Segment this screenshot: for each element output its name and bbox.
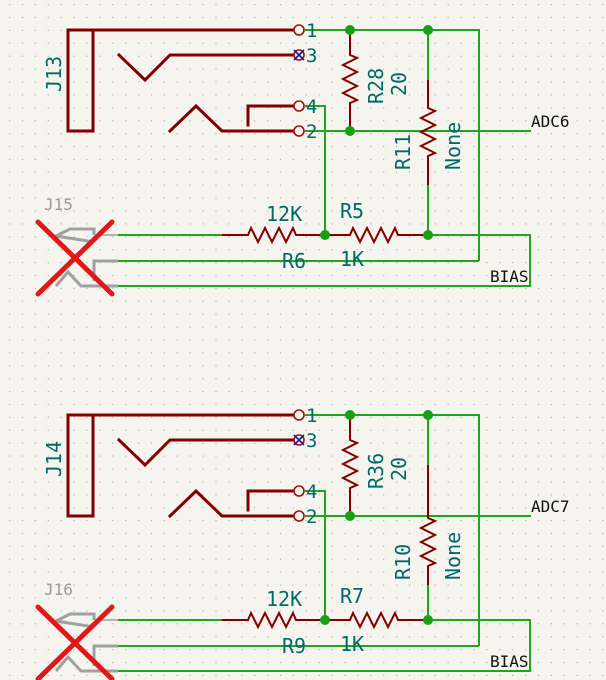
junction-dot (423, 25, 433, 35)
resistor-value: 20 (387, 72, 411, 96)
resistor-reference: R10 (391, 544, 415, 580)
pin-4-circle[interactable] (293, 100, 305, 112)
junction-dot (423, 230, 433, 240)
resistor-zigzag (222, 225, 325, 245)
net-label-bias[interactable]: BIAS (490, 652, 529, 671)
wire-pin1-net[interactable] (305, 29, 480, 261)
resistor-reference: R7 (340, 584, 364, 608)
pot-resistor[interactable]: R11 None (391, 80, 465, 185)
connector-sleeve-shape (54, 654, 118, 673)
resistor-reference: R5 (340, 199, 364, 223)
resistor-reference: R6 (282, 249, 306, 273)
series-resistor-a[interactable]: 12K R9 (222, 587, 325, 658)
series-resistor-b[interactable]: R7 1K (325, 584, 428, 656)
excluded-x-icon (35, 219, 115, 297)
pin-number: 4 (306, 481, 317, 503)
wire-bias-loop[interactable] (118, 619, 531, 672)
resistor-zigzag (418, 465, 438, 585)
pin-number: 1 (306, 405, 317, 427)
grid (9, 4, 604, 676)
pin-number: 3 (306, 45, 317, 67)
junction-dot (320, 615, 330, 625)
pin-3-circle[interactable] (293, 49, 305, 61)
series-resistor-a[interactable]: 12K R6 (222, 202, 325, 273)
net-label-signal[interactable]: ADC7 (531, 497, 570, 516)
resistor-reference: R11 (391, 134, 415, 170)
connector-tip-shape (51, 612, 96, 629)
connector-reference: J16 (44, 580, 73, 599)
jack-reference: J13 (42, 56, 66, 92)
wire-bias-loop[interactable] (118, 234, 531, 287)
junction-dot (423, 410, 433, 420)
wire-pin1-net[interactable] (305, 414, 480, 646)
audio-jack-symbol[interactable]: 1 3 4 2 J14 (42, 405, 317, 528)
pin-4-circle[interactable] (293, 485, 305, 497)
resistor-value: None (441, 532, 465, 580)
connector-sleeve-shape (54, 269, 118, 288)
excluded-connector[interactable]: J16 (35, 580, 118, 680)
junction-dot (345, 410, 355, 420)
pin-2-circle[interactable] (293, 125, 305, 137)
wires (118, 29, 531, 287)
resistor-zigzag (325, 610, 428, 630)
resistor-value: 1K (340, 632, 364, 656)
jack-ring-contact (167, 103, 295, 134)
pin-1-circle[interactable] (293, 409, 305, 421)
jack-body (66, 28, 95, 133)
resistor-reference: R9 (282, 634, 306, 658)
excluded-connector[interactable]: J15 (35, 195, 118, 297)
net-label-bias[interactable]: BIAS (490, 267, 529, 286)
jack-reference: J14 (42, 441, 66, 477)
jack-tip-contact (116, 52, 295, 83)
jack-body (66, 413, 95, 518)
connector-reference: J15 (44, 195, 73, 214)
resistor-zigzag (418, 80, 438, 185)
shunt-resistor[interactable]: R28 20 (340, 30, 411, 131)
junction-dot (320, 230, 330, 240)
resistor-zigzag (222, 610, 325, 630)
jack-ring-contact (167, 488, 295, 519)
excluded-x-icon (35, 604, 115, 680)
resistor-value: 20 (387, 457, 411, 481)
wire-pin4-net[interactable] (305, 490, 326, 620)
junction-dot (345, 126, 355, 136)
no-connect-icon (293, 434, 305, 446)
resistor-reference: R28 (364, 68, 388, 104)
pin-3-circle[interactable] (293, 434, 305, 446)
pin-number: 1 (306, 20, 317, 42)
no-connect-icon (293, 49, 305, 61)
jack-tip-contact (116, 437, 295, 468)
pin-number: 2 (306, 506, 317, 528)
channel-block: 1 3 4 2 J14 R36 20 R10 None 12K R9 R7 1K (35, 405, 570, 680)
net-label-signal[interactable]: ADC6 (531, 112, 570, 131)
wire-pin4-net[interactable] (305, 105, 326, 235)
audio-jack-symbol[interactable]: 1 3 4 2 J13 (42, 20, 317, 143)
resistor-reference: R36 (364, 453, 388, 489)
resistor-value: 12K (266, 202, 302, 226)
jack-switch-contact (246, 489, 295, 512)
pin-2-circle[interactable] (293, 510, 305, 522)
junction-dot (423, 615, 433, 625)
series-resistor-b[interactable]: R5 1K (325, 199, 428, 271)
resistor-value: 12K (266, 587, 302, 611)
wires (118, 414, 531, 672)
junction-dot (345, 511, 355, 521)
resistor-zigzag (325, 225, 428, 245)
pin-number: 3 (306, 430, 317, 452)
resistor-zigzag (340, 30, 360, 131)
junction-dot (345, 25, 355, 35)
jack-switch-contact (246, 104, 295, 127)
shunt-resistor[interactable]: R36 20 (340, 415, 411, 516)
connector-tip-shape (51, 227, 96, 244)
resistor-value: None (441, 122, 465, 170)
resistor-value: 1K (340, 247, 364, 271)
pin-number: 4 (306, 96, 317, 118)
pin-number: 2 (306, 121, 317, 143)
pot-resistor[interactable]: R10 None (391, 465, 465, 585)
pin-1-circle[interactable] (293, 24, 305, 36)
channel-block: 1 3 4 2 J13 R28 20 R11 None 12K R6 R5 1K (35, 20, 570, 297)
resistor-zigzag (340, 415, 360, 516)
